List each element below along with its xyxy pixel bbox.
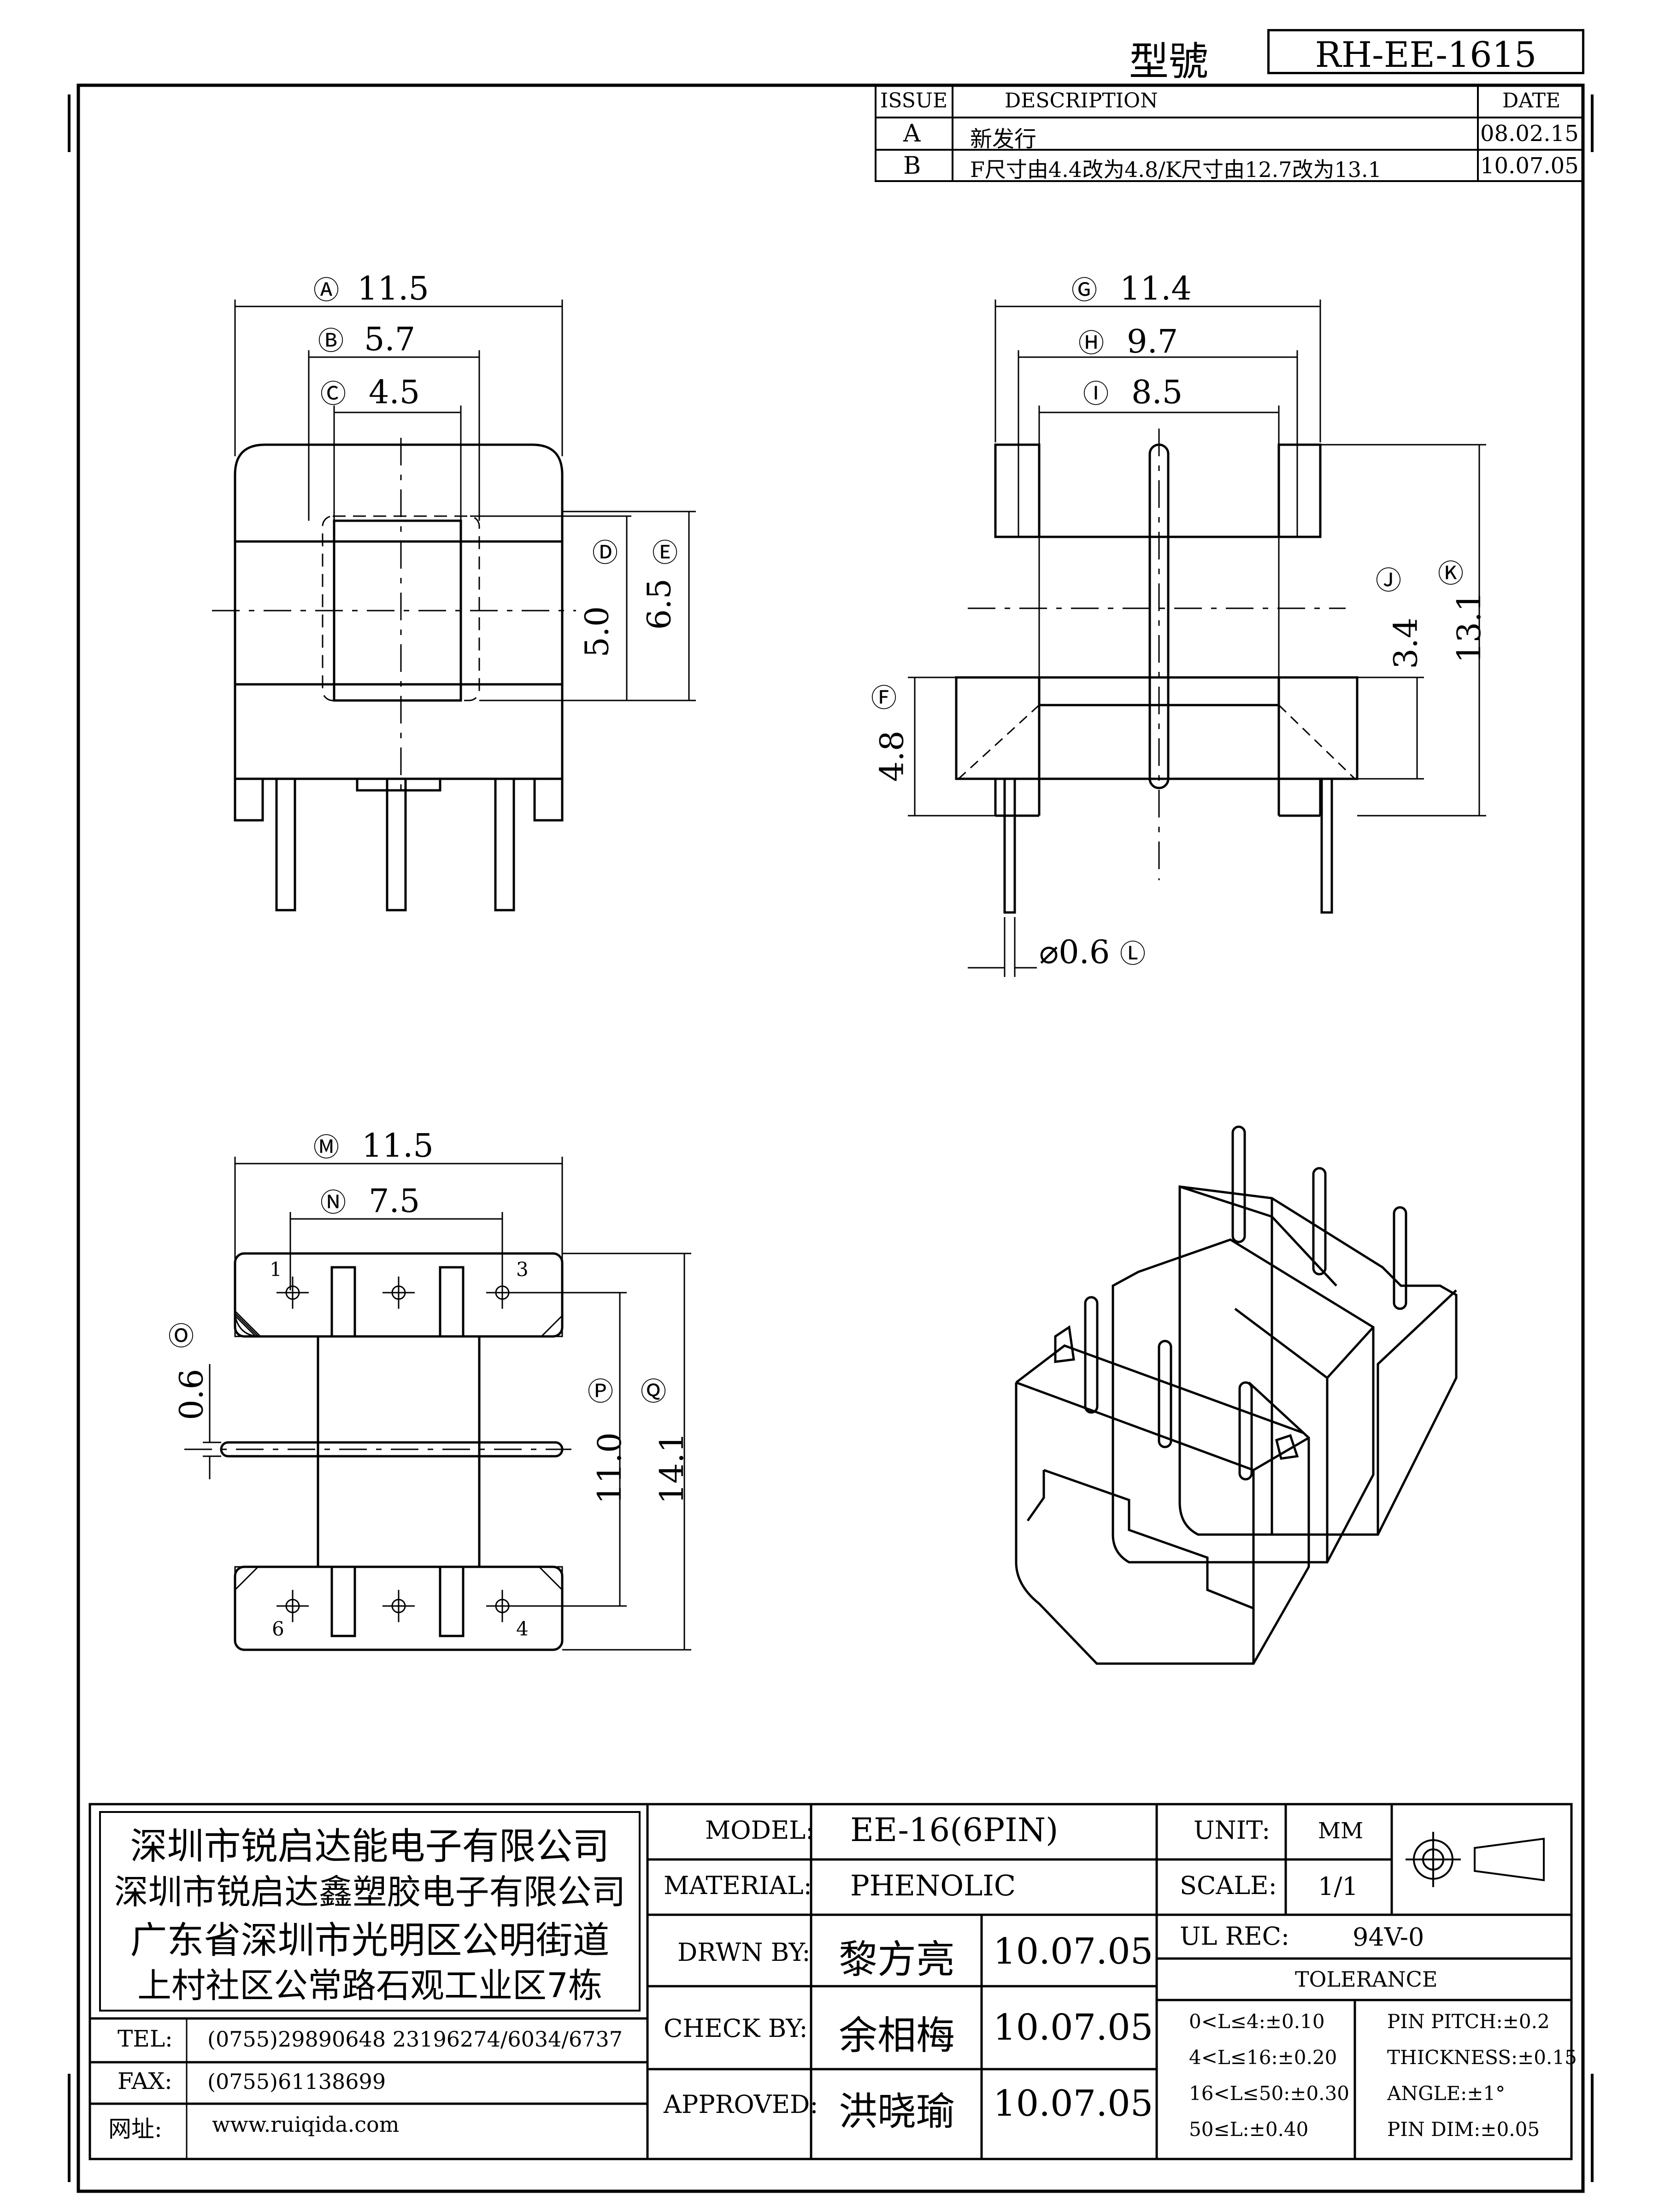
- web-label: 网址:: [108, 2116, 162, 2142]
- dim-balloon-D: Ⓓ: [592, 538, 618, 568]
- rev-row-issue: B: [903, 152, 921, 180]
- dim-L-value: ⌀0.6: [1039, 933, 1110, 971]
- tolerance-label: TOLERANCE: [1295, 1967, 1438, 1992]
- dim-balloon-N: Ⓝ: [320, 1188, 346, 1218]
- dim-balloon-L: Ⓛ: [1120, 939, 1146, 969]
- model-value: EE-16(6PIN): [850, 1811, 1059, 1849]
- dim-F-value: 4.8: [873, 730, 911, 782]
- dim-balloon-M: Ⓜ: [313, 1133, 339, 1163]
- dim-balloon-K: Ⓚ: [1438, 559, 1464, 589]
- dim-balloon-C: Ⓒ: [320, 379, 346, 409]
- drawn-date: 10.07.05: [993, 1931, 1153, 1972]
- fax-label: FAX:: [118, 2068, 172, 2094]
- ul-label: UL REC:: [1180, 1922, 1290, 1951]
- rev-header-date: DATE: [1502, 89, 1561, 112]
- check-name: 余相梅: [839, 2013, 955, 2058]
- tolerance-left-item: 4<L≤16:±0.20: [1189, 2046, 1337, 2069]
- scale-value: 1/1: [1318, 1872, 1358, 1901]
- rev-row-issue: A: [903, 120, 921, 147]
- tolerance-right-item: PIN DIM:±0.05: [1387, 2118, 1540, 2141]
- company-line: 深圳市锐启达鑫塑胶电子有限公司: [114, 1872, 626, 1912]
- front-view-drawing: [212, 300, 696, 912]
- model-header: 型號 RH-EE-1615: [1129, 25, 1590, 85]
- title-block-grid: [88, 1803, 1573, 2160]
- approved-label: APPROVED:: [664, 2090, 818, 2119]
- model-header-value: RH-EE-1615: [1315, 34, 1537, 75]
- model-header-label: 型號: [1129, 39, 1208, 85]
- tolerance-right-item: PIN PITCH:±0.2: [1387, 2010, 1550, 2033]
- dim-balloon-P: Ⓟ: [588, 1377, 613, 1407]
- dim-balloon-A: Ⓐ: [313, 276, 339, 306]
- dim-D-value: 5.0: [578, 606, 616, 658]
- approved-date: 10.07.05: [993, 2083, 1153, 2124]
- tel-value: (0755)29890648 23196274/6034/6737: [207, 2027, 623, 2052]
- pin-number-3: 3: [516, 1258, 529, 1281]
- dim-balloon-J: Ⓙ: [1376, 566, 1401, 596]
- dim-G-value: 11.4: [1120, 270, 1192, 307]
- dim-I-value: 8.5: [1131, 373, 1183, 411]
- pin-number-4: 4: [516, 1618, 529, 1640]
- tolerance-left-item: 0<L≤4:±0.10: [1189, 2010, 1325, 2033]
- dim-J-value: 3.4: [1387, 618, 1425, 669]
- dim-E-value: 6.5: [640, 578, 678, 630]
- tolerance-left-item: 16<L≤50:±0.30: [1189, 2082, 1350, 2105]
- dim-balloon-O: Ⓞ: [168, 1322, 194, 1352]
- bottom-view-drawing: [184, 1157, 691, 1651]
- rev-header-issue: ISSUE: [880, 89, 948, 112]
- dim-B-value: 5.7: [364, 320, 416, 358]
- company-line: 上村社区公常路石观工业区7栋: [137, 1966, 603, 2006]
- model-label: MODEL:: [705, 1816, 814, 1845]
- dim-A-value: 11.5: [357, 270, 429, 307]
- company-name-box: 深圳市锐启达能电子有限公司 深圳市锐启达鑫塑胶电子有限公司 广东省深圳市光明区公…: [99, 1811, 641, 2012]
- dim-C-value: 4.5: [369, 373, 420, 411]
- material-value: PHENOLIC: [850, 1869, 1016, 1902]
- rev-row-date: 10.07.05: [1480, 153, 1579, 179]
- dim-N-value: 7.5: [369, 1182, 420, 1220]
- web-value[interactable]: www.ruiqida.com: [212, 2112, 400, 2137]
- revision-table-grid: [875, 84, 1584, 182]
- material-label: MATERIAL:: [664, 1871, 812, 1900]
- drawn-label: DRWN BY:: [677, 1938, 811, 1967]
- unit-value: MM: [1318, 1818, 1364, 1844]
- check-date: 10.07.05: [993, 2007, 1153, 2048]
- dim-balloon-Q: Ⓠ: [641, 1377, 666, 1407]
- unit-label: UNIT:: [1194, 1816, 1271, 1845]
- rev-row-description: 新发行: [970, 126, 1037, 152]
- dim-balloon-G: Ⓖ: [1071, 276, 1097, 306]
- pin-number-1: 1: [270, 1258, 282, 1281]
- approved-name: 洪晓瑜: [839, 2089, 955, 2134]
- model-header-box: RH-EE-1615: [1267, 29, 1584, 75]
- tolerance-left-item: 50≤L:±0.40: [1189, 2118, 1309, 2141]
- pin-number-6: 6: [272, 1618, 284, 1640]
- dim-balloon-H: Ⓗ: [1078, 329, 1104, 359]
- company-line: 广东省深圳市光明区公明街道: [130, 1919, 610, 1962]
- tolerance-right-item: ANGLE:±1°: [1387, 2082, 1506, 2105]
- isometric-view-drawing: [1015, 1125, 1458, 1665]
- company-line: 深圳市锐启达能电子有限公司: [130, 1825, 610, 1868]
- dim-H-value: 9.7: [1127, 323, 1178, 360]
- scale-label: SCALE:: [1180, 1871, 1277, 1900]
- rev-row-date: 08.02.15: [1480, 121, 1579, 147]
- dim-P-value: 11.0: [590, 1432, 629, 1504]
- check-label: CHECK BY:: [664, 2014, 808, 2043]
- dim-M-value: 11.5: [362, 1127, 434, 1165]
- dim-balloon-F: Ⓕ: [871, 683, 897, 713]
- tolerance-right-item: THICKNESS:±0.15: [1387, 2046, 1577, 2069]
- tel-label: TEL:: [118, 2025, 173, 2052]
- projection-symbol-icon: [1406, 1832, 1545, 1887]
- fax-value: (0755)61138699: [207, 2069, 386, 2094]
- dim-balloon-E: Ⓔ: [652, 538, 678, 568]
- rev-header-description: DESCRIPTION: [1005, 89, 1158, 112]
- dim-balloon-B: Ⓑ: [318, 326, 344, 356]
- ul-value: 94V-0: [1353, 1923, 1424, 1952]
- drawn-name: 黎方亮: [839, 1937, 955, 1982]
- dim-K-value: 13.1: [1450, 591, 1488, 663]
- rev-row-description: F尺寸由4.4改为4.8/K尺寸由12.7改为13.1: [970, 157, 1382, 182]
- dim-Q-value: 14.1: [653, 1432, 691, 1504]
- side-view-drawing: [908, 300, 1486, 977]
- dim-balloon-I: Ⓘ: [1083, 379, 1109, 409]
- dim-O-value: 0.6: [172, 1369, 211, 1420]
